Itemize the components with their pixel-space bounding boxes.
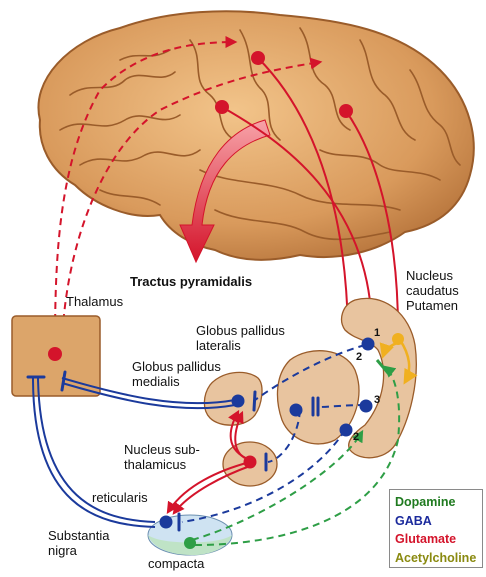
stn-neuron <box>244 456 257 469</box>
legend-acetylcholine: Acetylcholine <box>395 549 477 568</box>
gpl-neuron <box>290 404 303 417</box>
legend-glutamate: Glutamate <box>395 530 477 549</box>
striatum-neuron-3 <box>360 400 373 413</box>
striatum-number: 2 <box>353 430 359 445</box>
label-globus-pallidus-medialis: Globus pallidus medialis <box>132 359 221 389</box>
striatum-neuron-2b <box>340 424 353 437</box>
snr-neuron <box>160 516 173 529</box>
striatum-number: 1 <box>374 326 380 341</box>
label-compacta: compacta <box>148 556 204 571</box>
thalamus-neuron <box>48 347 62 361</box>
label-tractus-pyramidalis: Tractus pyramidalis <box>130 274 252 289</box>
label-nucleus-subthalamicus: Nucleus sub- thalamicus <box>124 442 200 472</box>
gpm-neuron <box>232 395 245 408</box>
striatum-neuron-1 <box>362 338 375 351</box>
label-nucleus-caudatus-putamen: Nucleus caudatus Putamen <box>406 268 459 313</box>
label-thalamus: Thalamus <box>66 294 123 309</box>
striatum-number: 2 <box>356 350 362 365</box>
legend-dopamine: Dopamine <box>395 493 477 512</box>
legend: Dopamine GABA Glutamate Acetylcholine <box>389 489 483 568</box>
snc-neuron <box>184 537 196 549</box>
cholinergic-neuron <box>392 333 404 345</box>
label-reticularis: reticularis <box>92 490 148 505</box>
legend-gaba: GABA <box>395 512 477 531</box>
label-globus-pallidus-lateralis: Globus pallidus lateralis <box>196 323 285 353</box>
striatum-number: 3 <box>374 393 380 408</box>
label-substantia-nigra: Substantia nigra <box>48 528 109 558</box>
